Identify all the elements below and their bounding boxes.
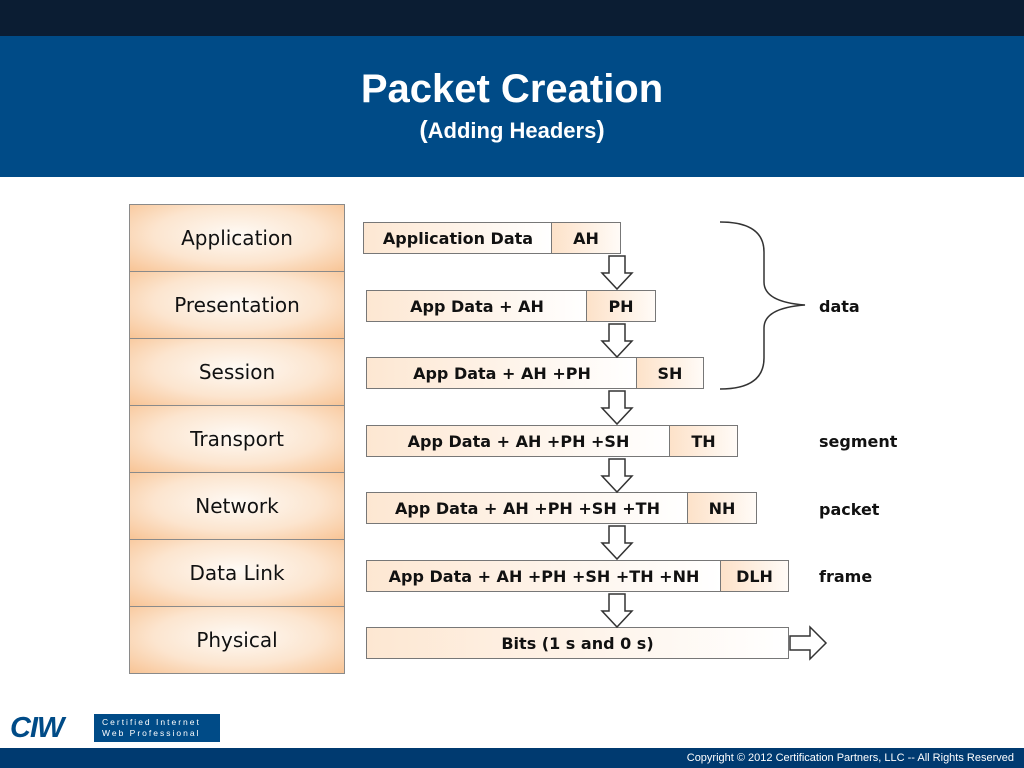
packet-header-sh: SH (636, 357, 704, 389)
label-data: data (819, 297, 860, 316)
down-arrow-icon (600, 458, 634, 494)
down-arrow-icon (600, 593, 634, 629)
packet-header-dlh: DLH (720, 560, 789, 592)
layer-transport: Transport (129, 405, 345, 473)
right-arrow-icon (789, 625, 828, 661)
packet-bits: Bits (1 s and 0 s) (366, 627, 789, 659)
paren-close: ) (596, 116, 605, 144)
packet-header-th: TH (669, 425, 738, 457)
top-bar (0, 0, 1024, 36)
logo-line-2: Web Professional (102, 728, 201, 738)
logo-line-1: Certified Internet (102, 717, 201, 727)
layer-presentation: Presentation (129, 271, 345, 339)
packet-payload-transport: App Data + AH +PH +SH (366, 425, 671, 457)
slide-header: Packet Creation (Adding Headers) (0, 36, 1024, 177)
label-packet: packet (819, 500, 880, 519)
packet-header-ah: AH (551, 222, 621, 254)
layer-session: Session (129, 338, 345, 406)
subtitle-text: Adding Headers (427, 118, 597, 143)
down-arrow-icon (600, 390, 634, 426)
copyright-text: Copyright © 2012 Certification Partners,… (686, 752, 1014, 764)
slide-subtitle: (Adding Headers) (0, 116, 1024, 145)
packet-payload-presentation: App Data + AH (366, 290, 588, 322)
packet-payload-network: App Data + AH +PH +SH +TH (366, 492, 689, 524)
ciw-logo: CIW Certified Internet Web Professional (10, 713, 220, 743)
packet-payload-session: App Data + AH +PH (366, 357, 638, 389)
label-segment: segment (819, 432, 898, 451)
footer-bar (0, 748, 1024, 768)
osi-layer-stack: Application Presentation Session Transpo… (129, 204, 345, 674)
packet-header-nh: NH (687, 492, 757, 524)
paren-open: ( (419, 116, 428, 144)
layer-application: Application (129, 204, 345, 272)
packet-payload-data-link: App Data + AH +PH +SH +TH +NH (366, 560, 722, 592)
layer-physical: Physical (129, 606, 345, 674)
down-arrow-icon (600, 525, 634, 561)
down-arrow-icon (600, 255, 634, 291)
curly-brace-icon (719, 221, 806, 390)
slide-title: Packet Creation (360, 67, 664, 111)
logo-tagline: Certified Internet Web Professional (94, 714, 220, 742)
packet-header-ph: PH (586, 290, 656, 322)
down-arrow-icon (600, 323, 634, 359)
packet-payload-application: Application Data (363, 222, 553, 254)
logo-mark: CIW (10, 712, 64, 744)
layer-data-link: Data Link (129, 539, 345, 607)
label-frame: frame (819, 567, 873, 586)
